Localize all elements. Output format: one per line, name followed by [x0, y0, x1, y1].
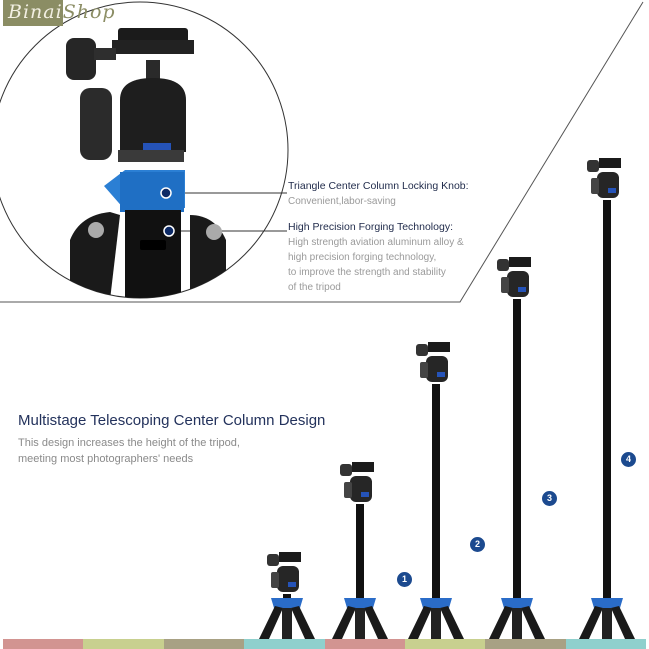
frame-line: [0, 1, 644, 303]
ball-head: [426, 356, 448, 382]
watermark-badge: [3, 0, 63, 26]
quick-release-plate: [352, 462, 374, 472]
knob: [587, 160, 599, 172]
center-column: [283, 594, 291, 598]
quick-release-plate: [509, 257, 531, 267]
ball-head: [350, 476, 372, 502]
leg-hub: [420, 598, 452, 608]
knob: [497, 259, 509, 271]
quick-release-plate: [599, 158, 621, 168]
quick-release-plate: [279, 552, 301, 562]
stripe-segment: [244, 639, 325, 649]
leg-left: [332, 606, 356, 639]
knob: [416, 344, 428, 356]
tripod-5: [579, 158, 635, 639]
stripe-segment: [324, 639, 405, 649]
pan-knob: [420, 362, 428, 378]
quick-release-plate: [428, 342, 450, 352]
callout-desc-line: Convenient,labor-saving: [288, 196, 396, 207]
callout-locking-knob: Triangle Center Column Locking Knob: Con…: [288, 179, 469, 209]
head-badge: [518, 287, 526, 292]
callout-title: Triangle Center Column Locking Knob:: [288, 180, 469, 192]
section-title: Multistage Telescoping Center Column Des…: [18, 412, 326, 429]
leg-right: [440, 606, 464, 639]
watermark-logo: BinaiShop: [8, 1, 116, 23]
callout-forging-technology: High Precision Forging Technology: High …: [288, 220, 464, 295]
callout-desc-line: high precision forging technology,: [288, 252, 437, 263]
ball-head: [277, 566, 299, 592]
leg-center: [282, 608, 292, 639]
center-column: [432, 384, 440, 598]
section-description: This design increases the height of the …: [18, 435, 240, 467]
stripe-segment: [485, 639, 566, 649]
leg-left: [489, 606, 513, 639]
tripod-3: [408, 342, 464, 639]
pan-knob: [591, 178, 599, 194]
stage-badge-4: 4: [621, 452, 636, 467]
tripod-1: [259, 552, 315, 639]
tripod-4: [489, 257, 545, 639]
callout-desc-line: of the tripod: [288, 282, 341, 293]
head-badge: [361, 492, 369, 497]
head-badge: [288, 582, 296, 587]
pan-knob: [271, 572, 279, 588]
tripod-2: [332, 462, 388, 639]
center-column: [513, 299, 521, 598]
knob: [267, 554, 279, 566]
pan-knob: [344, 482, 352, 498]
head-badge: [437, 372, 445, 377]
stage-badge-3: 3: [542, 491, 557, 506]
stage-badge-2: 2: [470, 537, 485, 552]
watermark-brand-first: Binai: [8, 1, 63, 23]
knob: [340, 464, 352, 476]
callout-desc-line: High strength aviation aluminum alloy &: [288, 237, 464, 248]
center-column: [356, 504, 364, 598]
stripe-segment: [83, 639, 164, 649]
stage-badge-1: 1: [397, 572, 412, 587]
section-desc-line: This design increases the height of the …: [18, 437, 240, 449]
stripe-segment: [163, 639, 245, 649]
callout-desc-line: to improve the strength and stability: [288, 267, 446, 278]
leg-right: [364, 606, 388, 639]
leg-left: [259, 606, 283, 639]
leg-left: [408, 606, 432, 639]
leg-right: [611, 606, 635, 639]
leg-center: [431, 608, 441, 639]
center-column: [603, 200, 611, 598]
head-badge: [608, 188, 616, 193]
stripe-segment: [3, 639, 84, 649]
stripe-segment: [565, 639, 646, 649]
leg-left: [579, 606, 603, 639]
watermark-brand-second: Shop: [62, 1, 116, 23]
leg-center: [355, 608, 365, 639]
leg-hub: [591, 598, 623, 608]
pan-knob: [501, 277, 509, 293]
color-stripe: [3, 639, 646, 649]
section-desc-line: meeting most photographers' needs: [18, 453, 194, 465]
leg-hub: [271, 598, 303, 608]
leg-center: [512, 608, 522, 639]
leg-right: [521, 606, 545, 639]
leg-hub: [344, 598, 376, 608]
stripe-segment: [404, 639, 486, 649]
leg-right: [291, 606, 315, 639]
ball-head: [597, 172, 619, 198]
ball-head: [507, 271, 529, 297]
leg-center: [602, 608, 612, 639]
callout-title: High Precision Forging Technology:: [288, 221, 453, 233]
leg-hub: [501, 598, 533, 608]
